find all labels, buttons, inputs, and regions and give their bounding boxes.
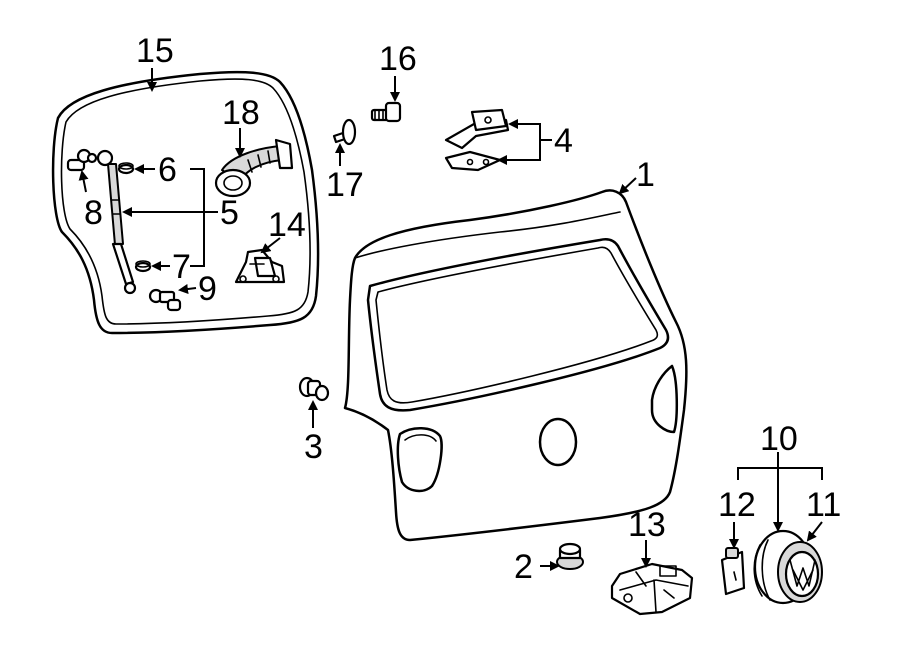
callout-17: 17 [326,166,364,204]
callout-15: 15 [136,32,174,70]
callout-2: 2 [514,548,533,586]
weatherstrip-seal-panel [51,70,320,335]
callout-16: 16 [379,40,417,78]
leader-lines [78,68,823,571]
callout-labels: 15 18 6 5 8 7 9 14 16 17 4 1 3 2 13 10 1… [84,32,841,586]
callout-9: 9 [198,270,217,308]
callout-4: 4 [554,122,573,160]
callout-10: 10 [760,420,798,458]
wiring-harness-grommet [214,138,294,198]
callout-12: 12 [718,486,756,524]
callout-7: 7 [172,248,191,286]
callout-18: 18 [222,94,260,132]
mounting-bracket [234,248,286,284]
liftgate-support-strut [96,149,137,295]
retaining-clip-lower [134,260,152,273]
release-switch [720,547,746,596]
callout-13: 13 [628,506,666,544]
callout-1: 1 [636,156,655,194]
hinge-bolt [370,101,402,123]
liftgate-bumper [298,376,330,402]
trim-screw [332,118,357,146]
drain-plug [556,542,584,570]
ball-stud-upper [66,148,98,172]
retaining-clip-upper [117,162,135,175]
emblem-handle-assembly [753,529,823,605]
callout-5: 5 [220,194,239,232]
callout-8: 8 [84,194,103,232]
ball-stud-lower [148,288,182,312]
liftgate-panel [343,189,688,542]
callout-11: 11 [806,486,841,524]
callout-6: 6 [158,151,177,189]
callout-14: 14 [268,206,306,244]
liftgate-latch [610,562,694,616]
callout-3: 3 [304,428,323,466]
liftgate-hinge [444,108,510,172]
